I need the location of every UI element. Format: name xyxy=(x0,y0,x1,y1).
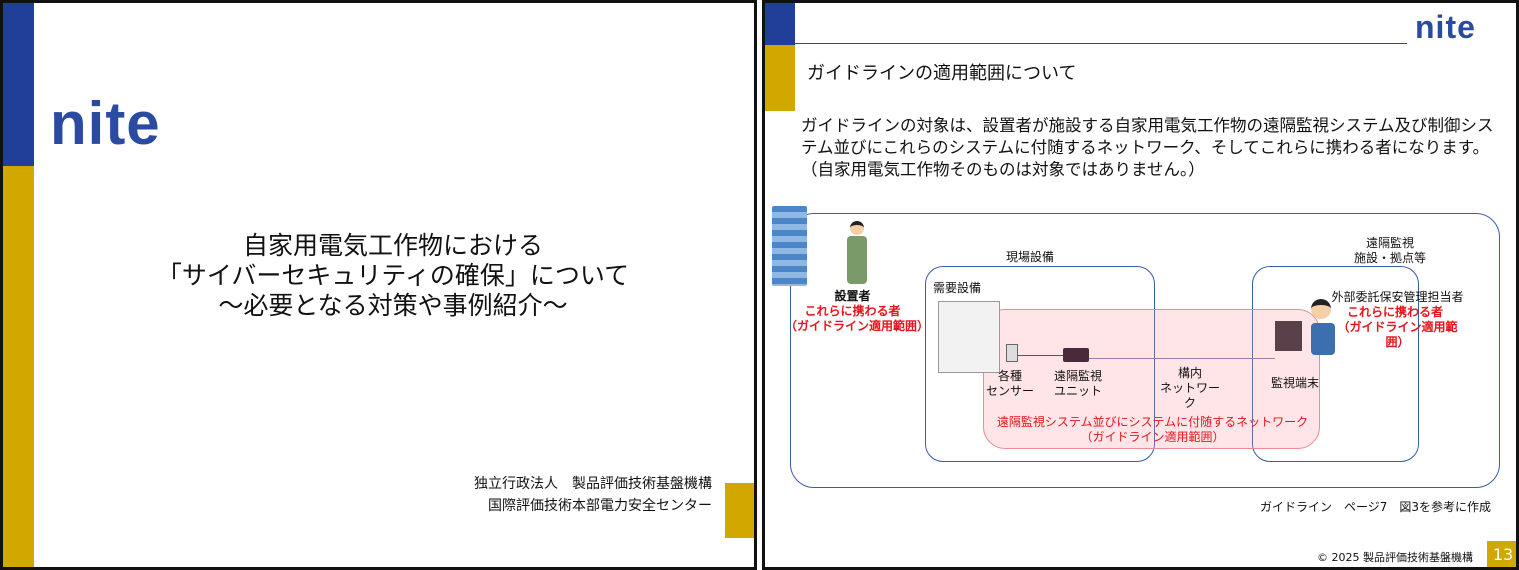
site-box xyxy=(925,266,1155,462)
organization: 独立行政法人 製品評価技術基盤機構 国際評価技術本部電力安全センター xyxy=(474,473,712,517)
site-label: 現場設備 xyxy=(1005,250,1054,264)
slide-heading: ガイドラインの適用範囲について xyxy=(807,63,1077,84)
system-scope-label: 遠隔監視システム並びにシステムに付随するネットワーク xyxy=(996,415,1309,429)
unit-line: ユニット xyxy=(1053,384,1102,398)
slide-guideline-scope: nite ガイドラインの適用範囲について ガイドラインの対象は、設置者が施設する… xyxy=(762,0,1519,570)
sensors-label: 各種センサー xyxy=(980,369,1040,399)
remote-site-line: 遠隔監視 xyxy=(1365,236,1414,250)
nite-logo: nite xyxy=(1415,9,1476,45)
installer-body xyxy=(847,236,867,284)
network-label: 構内ネットワーク xyxy=(1155,366,1225,411)
network-line-text: 構内 xyxy=(1177,366,1202,380)
blue-bar xyxy=(3,3,34,166)
unit-label: 遠隔監視ユニット xyxy=(1048,369,1108,399)
network-line xyxy=(1089,358,1275,359)
building-icon xyxy=(772,206,807,286)
org-line: 国際評価技術本部電力安全センター xyxy=(488,498,712,514)
remote-unit-icon xyxy=(1063,348,1089,362)
demand-label: 需要設備 xyxy=(933,281,982,295)
remote-site-line: 施設・拠点等 xyxy=(1353,251,1426,265)
sensors-line: センサー xyxy=(985,384,1034,398)
header-line xyxy=(795,43,1407,44)
installer-label: 設置者 xyxy=(834,289,871,303)
slide-title: nite 自家用電気工作物における 「サイバーセキュリティの確保」について ～必… xyxy=(0,0,757,570)
body-text: ガイドラインの対象は、設置者が施設する自家用電気工作物の遠隔監視システム及び制御… xyxy=(801,116,1494,179)
title-line: ～必要となる対策や事例紹介～ xyxy=(218,291,568,320)
monitor-icon xyxy=(1275,321,1302,351)
slide-title-text: 自家用電気工作物における 「サイバーセキュリティの確保」について ～必要となる対… xyxy=(43,231,743,321)
source-note: ガイドライン ページ7 図3を参考に作成 xyxy=(1260,500,1492,514)
installer-involved: これらに携わる者 xyxy=(804,304,901,318)
installer-person-icon xyxy=(850,221,864,235)
copyright: © 2025 製品評価技術基盤機構 xyxy=(1317,551,1473,564)
system-scope-area xyxy=(983,309,1320,449)
unit-line: 遠隔監視 xyxy=(1053,369,1102,383)
gold-accent xyxy=(725,483,754,538)
nite-logo: nite xyxy=(50,90,161,157)
gold-bar xyxy=(765,45,795,111)
network-line-text: ネットワーク xyxy=(1159,381,1220,410)
gold-bar xyxy=(3,166,34,567)
title-line: 自家用電気工作物における xyxy=(242,231,543,260)
outer-scope-box xyxy=(790,213,1500,488)
contractor-label: 外部委託保安管理担当者 xyxy=(1331,290,1464,304)
remote-site-label: 遠隔監視施設・拠点等 xyxy=(1340,236,1440,266)
title-line: 「サイバーセキュリティの確保」について xyxy=(156,261,630,290)
terminal-label: 監視端末 xyxy=(1270,376,1319,390)
contractor-scope: （ガイドライン適用範囲） xyxy=(1337,320,1458,349)
wire xyxy=(1018,355,1063,356)
page-number: 13 xyxy=(1487,541,1516,567)
diagram: 設置者 これらに携わる者 （ガイドライン適用範囲） 現場設備 需要設備 各種セン… xyxy=(765,3,1516,567)
remote-box xyxy=(1252,266,1419,462)
contractor-involved: これらに携わる者 xyxy=(1346,305,1443,319)
org-line: 独立行政法人 製品評価技術基盤機構 xyxy=(474,476,712,492)
sensors-line: 各種 xyxy=(997,369,1022,383)
cubicle-icon xyxy=(938,301,1000,373)
operator-person-icon xyxy=(1311,299,1331,319)
system-scope-sublabel: （ガイドライン適用範囲） xyxy=(1080,430,1225,444)
installer-scope: （ガイドライン適用範囲） xyxy=(785,319,930,333)
blue-bar xyxy=(765,3,795,45)
sensor-icon xyxy=(1006,344,1018,362)
operator-body xyxy=(1311,323,1335,355)
